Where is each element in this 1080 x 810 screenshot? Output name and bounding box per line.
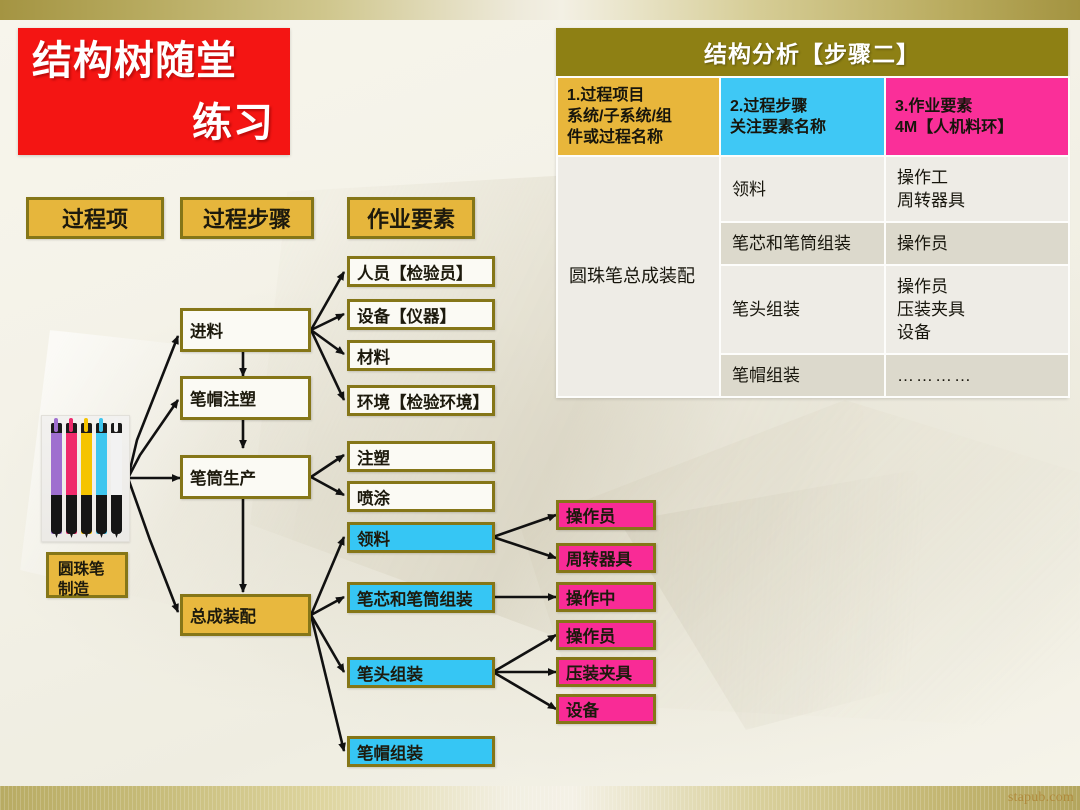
diagram-node-cyan-picking[interactable]: 领料 xyxy=(347,522,495,553)
pen-pink xyxy=(66,418,77,534)
diagram-column-header-process-item: 过程项 xyxy=(26,197,164,239)
diagram-node-pink-operator-1[interactable]: 操作员 xyxy=(556,500,656,530)
table-header-process-item: 1.过程项目 系统/子系统/组 件或过程名称 xyxy=(556,76,721,157)
table-cell-step: 领料 xyxy=(719,155,886,223)
diagram-node-element-equipment[interactable]: 设备【仪器】 xyxy=(347,299,495,330)
table-cell-step: 笔芯和笔筒组装 xyxy=(719,221,886,266)
diagram-node-element-environment[interactable]: 环境【检验环境】 xyxy=(347,385,495,416)
table-row: 笔帽组装 ………… xyxy=(557,353,1070,398)
paper-texture-shard xyxy=(620,470,1040,730)
table-row: 圆珠笔总成装配 领料 操作工 周转器具 xyxy=(556,155,1070,398)
diagram-node-cyan-refill-barrel-assembly[interactable]: 笔芯和笔筒组装 xyxy=(347,582,495,613)
diagram-node-element-injection[interactable]: 注塑 xyxy=(347,441,495,472)
diagram-node-step-4[interactable]: 总成装配 xyxy=(180,594,311,636)
table-cell-elements: ………… xyxy=(884,353,1070,398)
diagram-node-step-2[interactable]: 笔帽注塑 xyxy=(180,376,311,420)
diagram-node-cyan-cap-assembly[interactable]: 笔帽组装 xyxy=(347,736,495,767)
diagram-node-pink-turnover-tools[interactable]: 周转器具 xyxy=(556,543,656,573)
diagram-node-pink-operator-2[interactable]: 操作员 xyxy=(556,620,656,650)
table-cell-elements: 操作工 周转器具 xyxy=(884,155,1070,223)
diagram-node-pink-press-fixture[interactable]: 压装夹具 xyxy=(556,657,656,687)
table-header-work-element: 3.作业要素 4M【人机料环】 xyxy=(884,76,1070,157)
table-cell-elements: 操作员 xyxy=(884,221,1070,266)
diagram-node-step-1[interactable]: 进料 xyxy=(180,308,311,352)
diagram-column-header-process-step: 过程步骤 xyxy=(180,197,314,239)
ballpoint-pens-photo xyxy=(41,415,130,542)
pen-white xyxy=(111,418,122,534)
diagram-node-element-spraying[interactable]: 喷涂 xyxy=(347,481,495,512)
bottom-decorative-band: stapub.com xyxy=(0,786,1080,810)
top-decorative-band xyxy=(0,0,1080,20)
table-grid: 1.过程项目 系统/子系统/组 件或过程名称 2.过程步骤 关注要素名称 3.作… xyxy=(556,76,1070,398)
table-header-process-step: 2.过程步骤 关注要素名称 xyxy=(719,76,886,157)
table-cell-elements: 操作员 压装夹具 设备 xyxy=(884,264,1070,355)
pen-purple xyxy=(51,418,62,534)
diagram-node-element-personnel[interactable]: 人员【检验员】 xyxy=(347,256,495,287)
diagram-node-step-3[interactable]: 笔筒生产 xyxy=(180,455,311,499)
table-header-row: 1.过程项目 系统/子系统/组 件或过程名称 2.过程步骤 关注要素名称 3.作… xyxy=(556,76,1070,157)
structure-analysis-table: 结构分析【步骤二】 1.过程项目 系统/子系统/组 件或过程名称 2.过程步骤 … xyxy=(556,28,1070,398)
diagram-column-header-work-element: 作业要素 xyxy=(347,197,475,239)
table-cell-step: 笔头组装 xyxy=(719,264,886,355)
pen-yellow xyxy=(81,418,92,534)
diagram-node-pink-equipment[interactable]: 设备 xyxy=(556,694,656,724)
pen-cyan xyxy=(96,418,107,534)
table-cell-step: 笔帽组装 xyxy=(719,353,886,398)
diagram-node-root[interactable]: 圆珠笔 制造 xyxy=(46,552,128,598)
title-line-2: 练习 xyxy=(192,101,274,145)
title-line-1: 结构树随堂 xyxy=(32,39,237,83)
diagram-node-cyan-tip-assembly[interactable]: 笔头组装 xyxy=(347,657,495,688)
watermark-text: stapub.com xyxy=(1007,790,1074,805)
diagram-node-element-material[interactable]: 材料 xyxy=(347,340,495,371)
table-row: 笔头组装 操作员 压装夹具 设备 xyxy=(557,264,1070,355)
band-stripes xyxy=(0,786,1080,810)
table-cell-process-item: 圆珠笔总成装配 xyxy=(556,155,721,398)
table-row: 笔芯和笔筒组装 操作员 xyxy=(557,221,1070,266)
diagram-node-pink-in-operation[interactable]: 操作中 xyxy=(556,582,656,612)
table-title: 结构分析【步骤二】 xyxy=(556,28,1068,76)
slide-title: 结构树随堂 练习 xyxy=(18,28,290,155)
